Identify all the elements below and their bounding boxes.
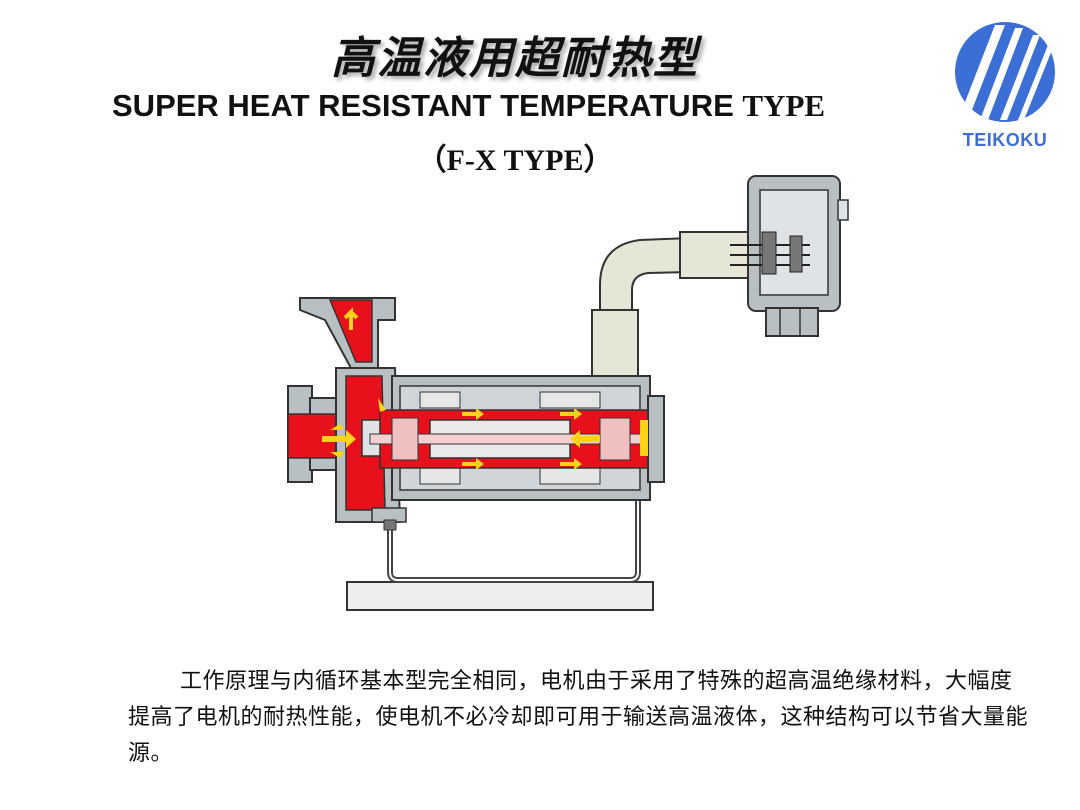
flow-arrow-up [343,307,359,330]
pump-casing [335,367,402,523]
page-title-cn: 高温液用超耐热型 [331,33,699,84]
page-title-en: SUPER HEAT RESISTANT TEMPERATURE TYPE [112,88,825,124]
teikoku-logo-icon [955,22,1055,122]
teikoku-logo: TEIKOKU [950,20,1060,160]
front-bearing [391,417,419,461]
description-text: 工作原理与内循环基本型完全相同，电机由于采用了特殊的超高温绝缘材料，大幅度提高了… [128,669,1029,766]
page-subtitle: （F-X TYPE） [416,144,614,177]
flow-arrow-inlet [322,430,356,448]
motor-housing [369,375,665,501]
discharge-nozzle [299,297,396,371]
drain-plug [371,507,407,531]
support-frame [387,500,641,583]
terminal-pipe [599,236,691,319]
flow-arrows [322,398,648,470]
base-plate [346,581,654,611]
title-en-main: SUPER HEAT RESISTANT TEMPERATURE [112,88,743,123]
title-en-tail: TYPE [742,88,826,123]
terminal-box [679,175,849,337]
logo-text: TEIKOKU [962,130,1048,150]
rear-bearing [599,417,631,461]
